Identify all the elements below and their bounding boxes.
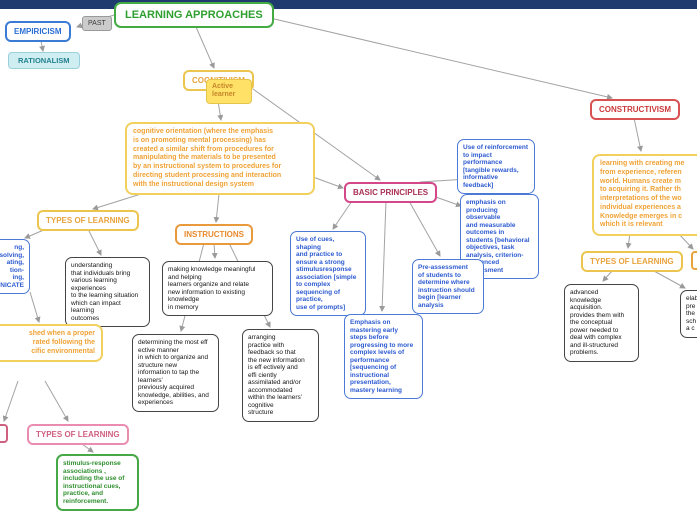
node-reinforcement[interactable]: Use of reinforcement to impact performan… xyxy=(457,139,535,195)
node-basic-principles[interactable]: BASIC PRINCIPLES xyxy=(344,182,438,203)
node-constructivism-desc[interactable]: learning with creating me from experienc… xyxy=(592,154,697,236)
node-clipped-yellow-left[interactable]: shed when a proper rated following the c… xyxy=(0,324,103,363)
node-past-tag[interactable]: PAST xyxy=(82,16,112,31)
node-instructions[interactable]: INSTRUCTIONS xyxy=(175,224,253,245)
node-determining-structure[interactable]: determining the most eff ective manner i… xyxy=(132,334,219,412)
node-making-knowledge-meaningful[interactable]: making knowledge meaningful and helping … xyxy=(162,261,273,317)
node-cues-practice[interactable]: Use of cues, shaping and practice to ens… xyxy=(290,231,366,317)
node-clipped-blue-left[interactable]: ng, solving, ating, tion- ing, NICATE xyxy=(0,239,30,295)
node-understanding-experiences[interactable]: understanding that individuals bring var… xyxy=(65,257,150,328)
node-clipped-black-right[interactable]: elab pre the sch a c xyxy=(680,290,697,338)
node-clipped-yellow-right[interactable] xyxy=(691,251,697,270)
node-types-of-learning-left[interactable]: TYPES OF LEARNING xyxy=(37,210,139,231)
node-mastery-learning[interactable]: Emphasis on mastering early steps before… xyxy=(344,314,423,400)
node-advanced-knowledge[interactable]: advanced knowledge acquisition. provides… xyxy=(564,284,639,362)
node-active-learner[interactable]: Active learner xyxy=(206,79,252,104)
node-types-of-learning-pink[interactable]: TYPES OF LEARNING xyxy=(27,424,129,445)
node-constructivism[interactable]: CONSTRUCTIVISM xyxy=(590,99,680,120)
node-cognitive-orientation-desc[interactable]: cognitive orientation (where the emphasi… xyxy=(125,122,315,196)
node-types-of-learning-right[interactable]: TYPES OF LEARNING xyxy=(581,251,683,272)
node-clipped-pink-left[interactable] xyxy=(0,424,8,443)
node-arranging-practice[interactable]: arranging practice with feedback so that… xyxy=(242,329,319,422)
node-stimulus-response[interactable]: stimulus-response associations , includi… xyxy=(56,454,139,512)
node-learning-approaches[interactable]: LEARNING APPROACHES xyxy=(114,2,274,28)
node-empiricism[interactable]: EMPIRICISM xyxy=(5,21,71,42)
node-rationalism[interactable]: RATIONALISM xyxy=(8,52,80,69)
top-navy-bar xyxy=(0,0,697,9)
node-pre-assessment[interactable]: Pre-assessment of students to determine … xyxy=(412,259,484,315)
